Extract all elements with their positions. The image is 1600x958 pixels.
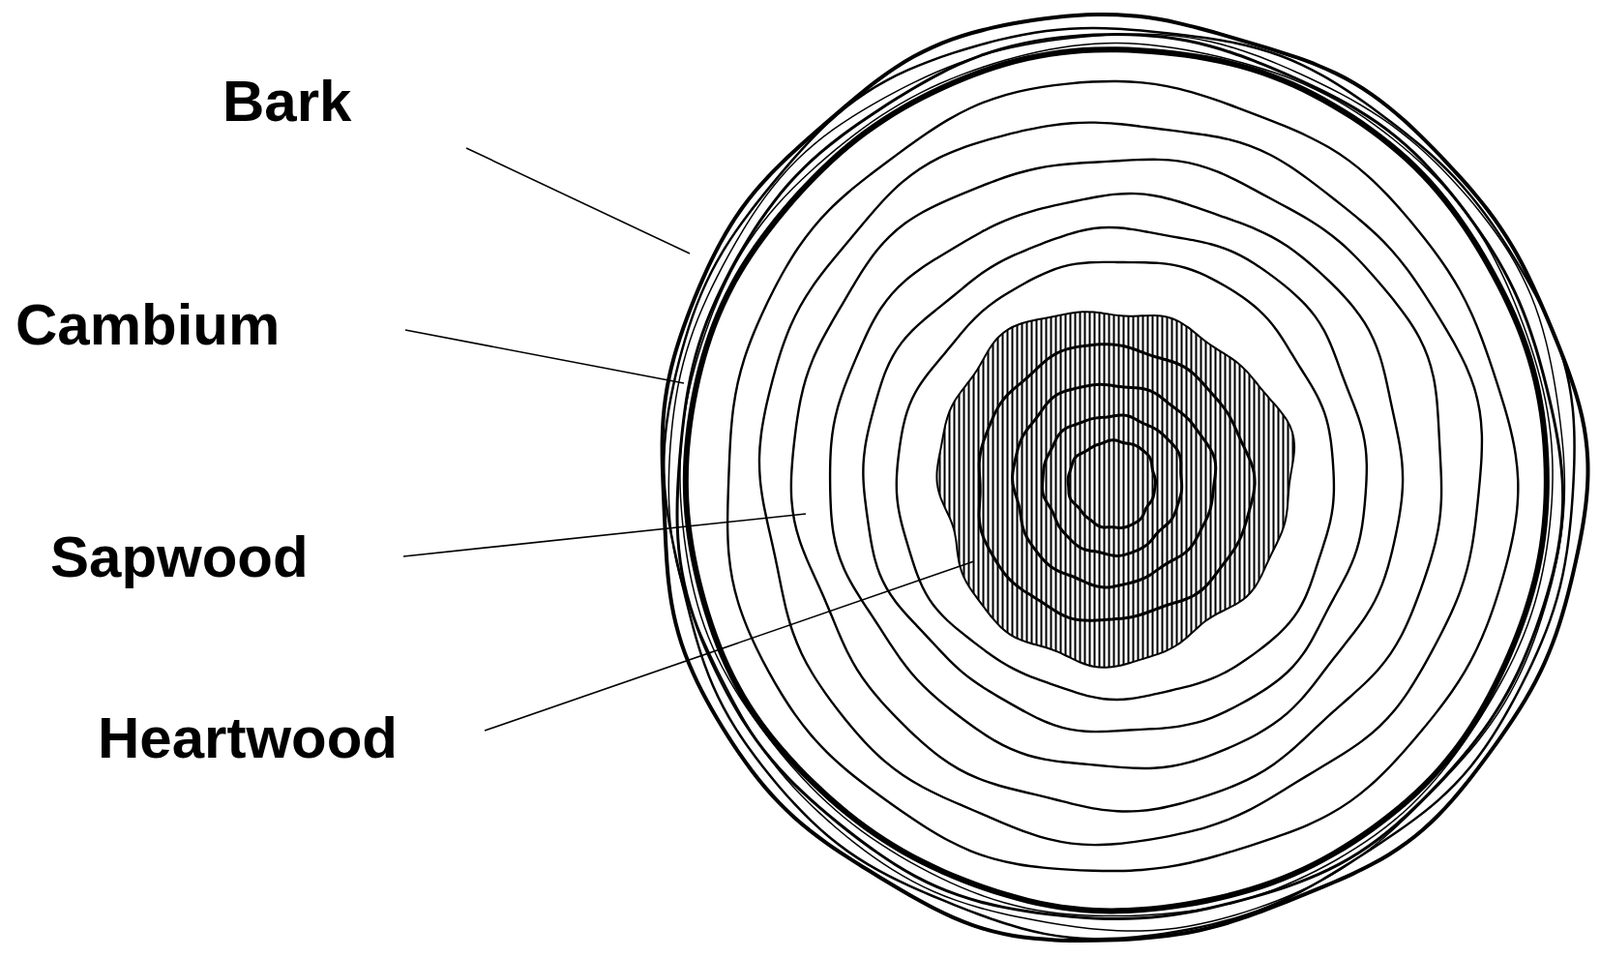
growth-ring (896, 262, 1334, 700)
bark-ring (680, 43, 1553, 917)
growth-ring (862, 227, 1366, 732)
bark-ring (685, 49, 1547, 911)
heartwood-core (937, 311, 1296, 668)
leader-lines (403, 148, 975, 731)
growth-ring (1067, 440, 1156, 529)
bark-outline (662, 14, 1589, 941)
bark-ring (663, 28, 1574, 939)
part-label: Bark (222, 72, 352, 131)
part-label: Heartwood (97, 709, 398, 768)
growth-ring (978, 344, 1255, 621)
part-label: Sapwood (50, 528, 309, 587)
bark-ring (677, 33, 1564, 919)
leader-line (484, 561, 975, 731)
growth-ring (1012, 384, 1216, 588)
growth-ring (759, 122, 1482, 845)
growth-ring (1041, 414, 1182, 557)
bark-ring (668, 33, 1565, 931)
leader-line (405, 329, 684, 384)
heartwood-area (937, 311, 1296, 668)
sapwood-rings (727, 81, 1518, 871)
part-label: Cambium (15, 296, 280, 355)
leader-line (403, 513, 806, 557)
leader-line (466, 148, 690, 254)
growth-ring (791, 159, 1442, 812)
growth-ring (829, 193, 1403, 769)
growth-ring (727, 81, 1518, 871)
bark-layer (662, 14, 1589, 941)
